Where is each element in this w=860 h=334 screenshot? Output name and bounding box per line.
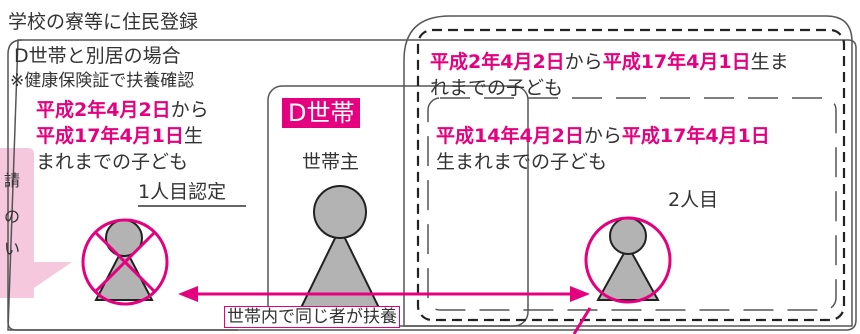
inner-range-line1: 平成14年4月2日から平成17年4月1日 — [436, 124, 770, 149]
separate-household-box — [7, 39, 238, 331]
double-arrow-icon — [178, 286, 590, 302]
left-range-line2: 平成17年4月1日生 — [36, 124, 203, 149]
second-child-label: 2人目 — [668, 189, 719, 211]
same-household-dependent-label: 世帯内で同じ者が扶養 — [224, 306, 400, 328]
inner-range-end: 平成17年4月1日 — [621, 125, 770, 147]
outer-range-start: 平成2年4月2日 — [430, 51, 565, 73]
left-box-heading: D世帯と別居の場合 — [14, 45, 181, 67]
left-suffix1: 生 — [183, 125, 203, 147]
inner-kara: から — [583, 125, 622, 147]
outer-kara: から — [564, 51, 603, 73]
callout-line3: い — [4, 239, 21, 258]
left-suffix2: まれまでの子ども — [36, 151, 189, 173]
pointer-line — [572, 307, 592, 334]
left-kara: から — [170, 99, 209, 121]
top-label: 学校の寮等に住民登録 — [8, 11, 199, 33]
left-box-note: ※健康保険証で扶養確認 — [10, 71, 195, 91]
callout-line2: の — [4, 207, 21, 226]
left-range-start: 平成2年4月2日 — [36, 99, 171, 121]
dependent-child-figure-left — [94, 219, 154, 301]
cross-out-icon — [81, 218, 169, 306]
outer-suffix-a: 生ま — [750, 51, 789, 73]
inner-suffix: 生まれまでの子ども — [436, 151, 608, 173]
age-range-outer-dashed-box — [416, 28, 846, 322]
outer-suffix-b: れまでの子ども — [430, 77, 564, 99]
callout-line1: 請 — [4, 171, 21, 190]
dependent-child-figure-right — [584, 216, 672, 304]
left-range-end: 平成17年4月1日 — [36, 125, 184, 147]
left-range-line1: 平成2年4月2日から — [36, 98, 209, 123]
callout-shape — [0, 148, 72, 298]
age-range-inner-dashed-box — [427, 97, 837, 311]
inner-range-start: 平成14年4月2日 — [436, 125, 584, 147]
right-outer-frame — [403, 15, 853, 327]
household-head-label: 世帯主 — [302, 151, 360, 173]
outer-range-line1: 平成2年4月2日から平成17年4月1日生ま — [430, 50, 789, 75]
first-child-certified: 1人目認定 — [138, 181, 227, 203]
household-badge: D世帯 — [282, 98, 361, 128]
outer-range-end: 平成17年4月1日 — [602, 51, 751, 73]
